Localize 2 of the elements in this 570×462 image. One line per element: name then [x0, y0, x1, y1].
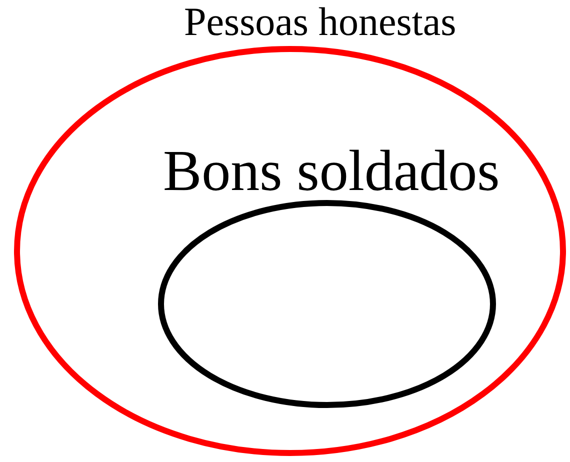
set-label: Pessoas honestas: [184, 2, 456, 42]
set-label: Bons soldados: [163, 142, 500, 200]
